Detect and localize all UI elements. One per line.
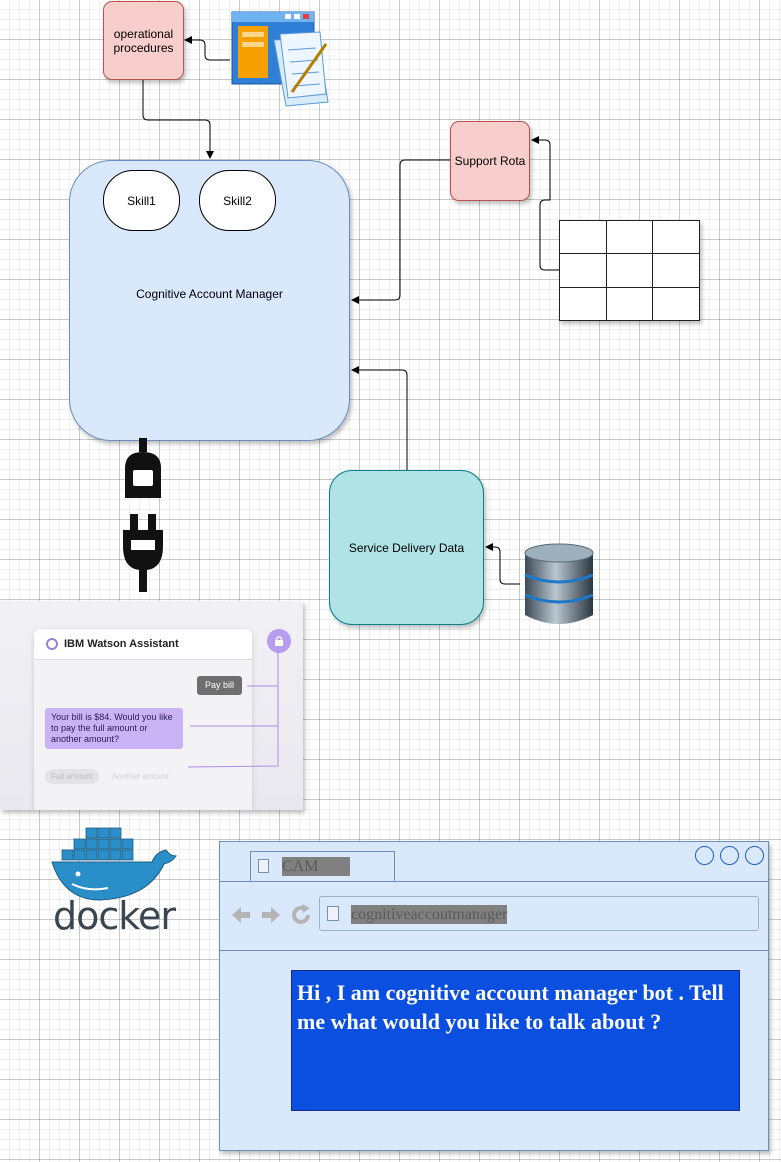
page-icon (258, 859, 269, 873)
database-icon (521, 543, 597, 627)
service-delivery-data-node[interactable]: Service Delivery Data (329, 470, 484, 625)
watson-option-another-amount[interactable]: Another amount (106, 769, 175, 784)
tab-title: CAM (282, 857, 350, 876)
window-button-maximize[interactable] (720, 846, 739, 865)
watson-bot-message: Your bill is $84. Would you like to pay … (45, 708, 183, 749)
watson-option2-text: Another amount (112, 772, 169, 781)
operational-procedures-label: operational procedures (113, 26, 174, 55)
service-delivery-label: Service Delivery Data (348, 540, 465, 555)
watson-assistant-panel: IBM Watson Assistant Pay bill Your bill … (0, 601, 303, 810)
skill2-label: Skill2 (223, 193, 252, 208)
back-arrow-icon[interactable] (230, 904, 252, 926)
watson-bot-message-text: Your bill is $84. Would you like to pay … (51, 712, 173, 744)
refresh-icon[interactable] (290, 904, 312, 926)
chat-message-text: Hi , I am cognitive account manager bot … (297, 980, 724, 1034)
edge-sdd-to-cam (351, 366, 408, 470)
edge-rota-to-cam (351, 159, 450, 304)
skill2-node[interactable]: Skill2 (199, 170, 276, 231)
docker-logo-icon: docker (48, 826, 180, 938)
window-button-minimize[interactable] (695, 846, 714, 865)
watson-logo-icon (46, 638, 58, 650)
docker-wordmark: docker (53, 894, 176, 938)
plug-socket-icon (121, 438, 165, 500)
support-rota-label: Support Rota (454, 154, 526, 168)
lock-icon (267, 629, 291, 653)
browser-tab[interactable]: CAM (250, 851, 395, 881)
forward-arrow-icon[interactable] (260, 904, 282, 926)
document-icon (230, 10, 330, 110)
watson-header: IBM Watson Assistant (34, 629, 252, 660)
operational-procedures-node[interactable]: operational procedures (103, 1, 184, 80)
watson-option1-text: Full amount (51, 772, 93, 781)
browser-tab-divider (220, 881, 768, 882)
watson-user-message-text: Pay bill (205, 680, 235, 690)
browser-window: CAM cognitiveaccoutmanager Hi , I am cog… (219, 841, 769, 1151)
address-bar[interactable]: cognitiveaccoutmanager (319, 896, 759, 931)
edge-doc-to-procedures (184, 36, 230, 61)
window-button-close[interactable] (745, 846, 764, 865)
cam-label: Cognitive Account Manager (136, 287, 283, 301)
support-rota-node[interactable]: Support Rota (450, 121, 530, 201)
skill1-label: Skill1 (127, 193, 156, 208)
watson-option-full-amount[interactable]: Full amount (45, 769, 99, 784)
address-page-icon (327, 906, 339, 921)
skill1-node[interactable]: Skill1 (103, 170, 180, 231)
browser-toolbar-divider (220, 950, 768, 951)
edge-table-to-rota (531, 136, 559, 271)
edge-procedures-to-cam (142, 80, 214, 159)
watson-connector-lines (187, 651, 279, 768)
plug-icon (121, 514, 165, 592)
edge-db-to-sdd (485, 543, 520, 585)
address-url: cognitiveaccoutmanager (351, 905, 508, 924)
rota-table (559, 219, 700, 322)
watson-chat-card: IBM Watson Assistant Pay bill Your bill … (34, 629, 252, 810)
watson-title: IBM Watson Assistant (64, 638, 179, 650)
chat-message-box: Hi , I am cognitive account manager bot … (291, 970, 740, 1111)
watson-user-message: Pay bill (197, 676, 243, 695)
